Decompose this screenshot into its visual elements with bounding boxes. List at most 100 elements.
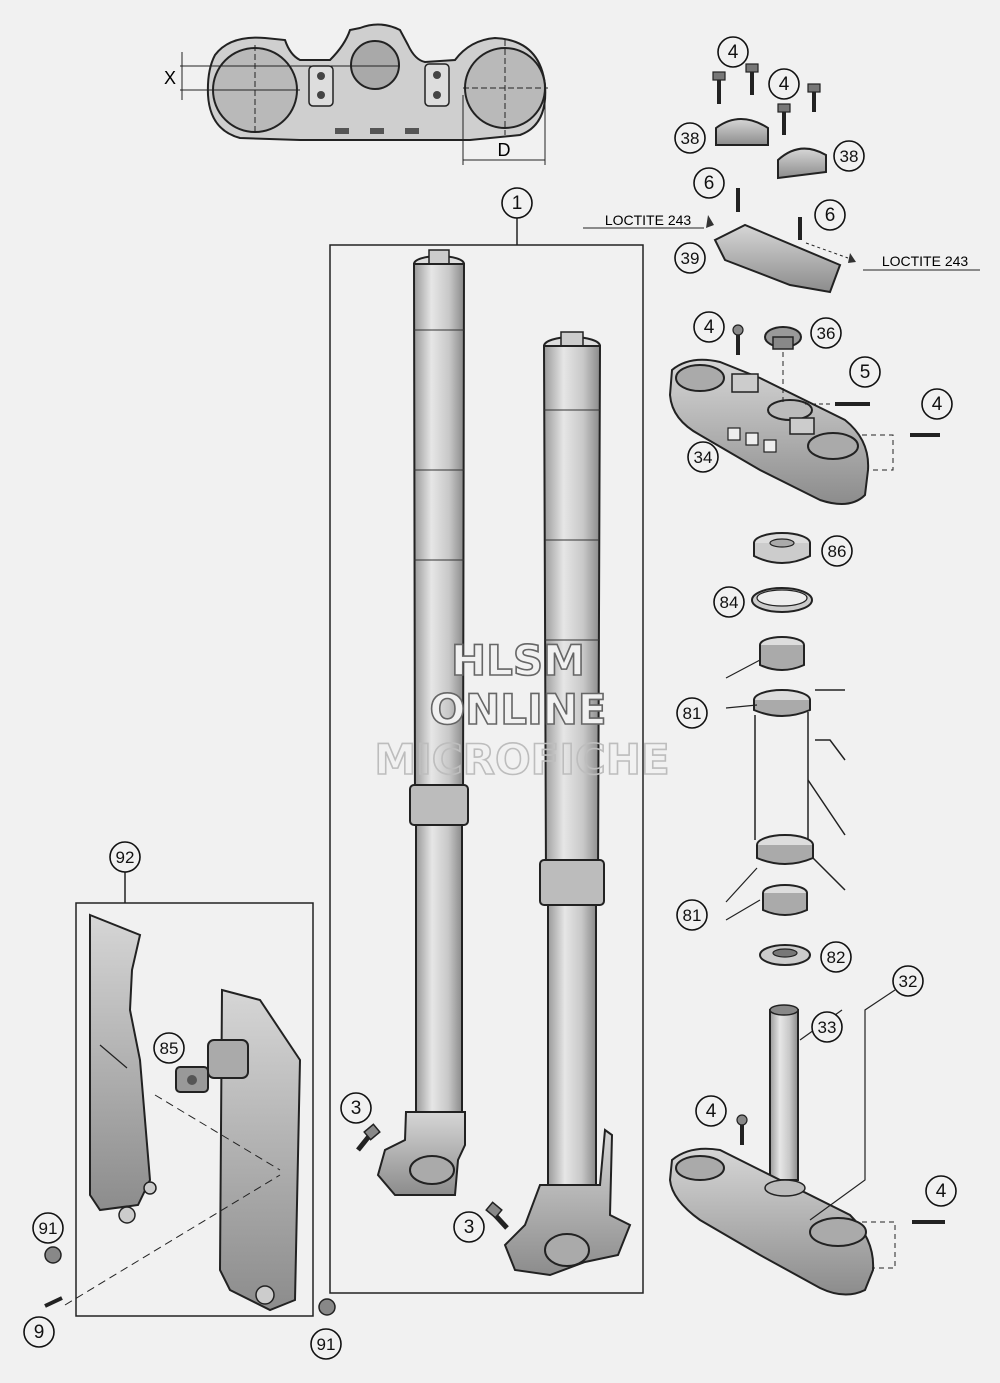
callout-circle	[687, 441, 719, 473]
fork-leg-left	[376, 249, 469, 1196]
callout-33: 33	[811, 1011, 843, 1043]
callout-label: 39	[681, 249, 700, 268]
watermark: HLSM ONLINE MICROFICHE	[374, 635, 671, 785]
bolt-item-4-lower-clamp-side	[862, 1220, 945, 1269]
callout-38b: 38	[833, 140, 865, 172]
callout-1: 1	[501, 187, 533, 219]
screw-item-9	[44, 1296, 63, 1308]
loctite-label-left: LOCTITE 243	[605, 212, 692, 228]
callout-4c: 4	[693, 311, 725, 343]
dashed-guide-lines-protector	[64, 1094, 281, 1306]
callout-circle	[713, 586, 745, 618]
bearing-item-81-upper	[753, 636, 811, 717]
callout-circle	[453, 1211, 485, 1243]
fork-leg-right	[503, 331, 632, 1277]
callout-label: 4	[728, 42, 739, 63]
fork-protector-frame	[75, 872, 314, 1317]
callout-82: 82	[820, 941, 852, 973]
callout-label: 34	[694, 448, 713, 467]
callout-circle	[717, 36, 749, 68]
callout-label: 4	[706, 1101, 717, 1122]
callout-circle	[693, 167, 725, 199]
callout-circle	[676, 899, 708, 931]
bolt-item-4-upper-clamp	[732, 324, 744, 355]
handlebar-clamp-item-38-left	[715, 118, 769, 146]
callout-4e: 4	[695, 1095, 727, 1127]
callout-circle	[501, 187, 533, 219]
dimension-x-label: X	[164, 68, 176, 88]
callout-4b: 4	[768, 68, 800, 100]
callout-circle	[674, 122, 706, 154]
callout-label: 4	[779, 74, 790, 95]
callout-36: 36	[810, 317, 842, 349]
callout-label: 6	[704, 173, 715, 194]
callout-label: 4	[932, 394, 943, 415]
callout-circle	[811, 1011, 843, 1043]
upper-triple-clamp-item-34	[668, 358, 870, 505]
callout-circle	[693, 311, 725, 343]
callout-label: 85	[160, 1039, 179, 1058]
callout-label: 81	[683, 704, 702, 723]
callout-32: 32	[892, 965, 924, 997]
callout-circle	[23, 1316, 55, 1348]
callout-label: 9	[34, 1322, 45, 1343]
callout-34: 34	[687, 441, 719, 473]
clip-item-85	[175, 1066, 209, 1093]
callout-label: 81	[683, 906, 702, 925]
callout-label: 4	[936, 1181, 947, 1202]
steering-nut-item-36	[764, 326, 802, 405]
callout-label: 36	[817, 324, 836, 343]
callout-38a: 38	[674, 122, 706, 154]
watermark-line-2: ONLINE	[429, 685, 606, 734]
callout-circle	[676, 697, 708, 729]
callout-circle	[695, 1095, 727, 1127]
loctite-label-right: LOCTITE 243	[882, 253, 969, 269]
callout-label: 86	[828, 542, 847, 561]
callout-label: 91	[317, 1335, 336, 1354]
callout-86: 86	[821, 535, 853, 567]
lower-triple-clamp-item-32	[668, 1004, 875, 1296]
callout-4d: 4	[921, 388, 953, 420]
callout-4f: 4	[925, 1175, 957, 1207]
bolt-item-3-right	[485, 1201, 509, 1230]
callout-6a: 6	[693, 167, 725, 199]
bearing-item-81-lower	[756, 834, 814, 916]
fork-assembly-frame	[329, 218, 644, 1294]
fork-protector-left	[89, 913, 157, 1224]
callout-circle	[810, 317, 842, 349]
callout-9: 9	[23, 1316, 55, 1348]
callout-circle	[153, 1032, 185, 1064]
callout-4a: 4	[717, 36, 749, 68]
callout-6b: 6	[814, 199, 846, 231]
callout-circle	[925, 1175, 957, 1207]
callout-label: 5	[860, 362, 871, 383]
seal-item-84	[751, 587, 813, 613]
handlebar-bolts-item-4	[712, 63, 821, 135]
callout-label: 32	[899, 972, 918, 991]
callout-circle	[833, 140, 865, 172]
screw-item-91-right	[318, 1298, 336, 1316]
watermark-line-3: MICROFICHE	[374, 735, 669, 784]
callout-circle	[674, 242, 706, 274]
frame-head-tube	[754, 689, 846, 891]
dust-cover-item-86	[753, 532, 811, 564]
callout-circle	[820, 941, 852, 973]
callout-label: 3	[464, 1217, 475, 1238]
callout-label: 82	[827, 948, 846, 967]
callout-91b: 91	[310, 1328, 342, 1360]
callout-81a: 81	[676, 697, 708, 729]
screw-item-91-left	[44, 1246, 62, 1264]
triple-clamp-dimension-view: X D	[164, 23, 548, 165]
callout-circle	[768, 68, 800, 100]
callout-circle	[821, 535, 853, 567]
callout-circle	[32, 1212, 64, 1244]
callout-label: 3	[351, 1098, 362, 1119]
callout-3b: 3	[453, 1211, 485, 1243]
callout-label: 91	[39, 1219, 58, 1238]
callout-label: 33	[818, 1018, 837, 1037]
dimension-d-label: D	[498, 140, 511, 160]
callout-84: 84	[713, 586, 745, 618]
callout-label: 84	[720, 593, 739, 612]
callout-circle	[814, 199, 846, 231]
